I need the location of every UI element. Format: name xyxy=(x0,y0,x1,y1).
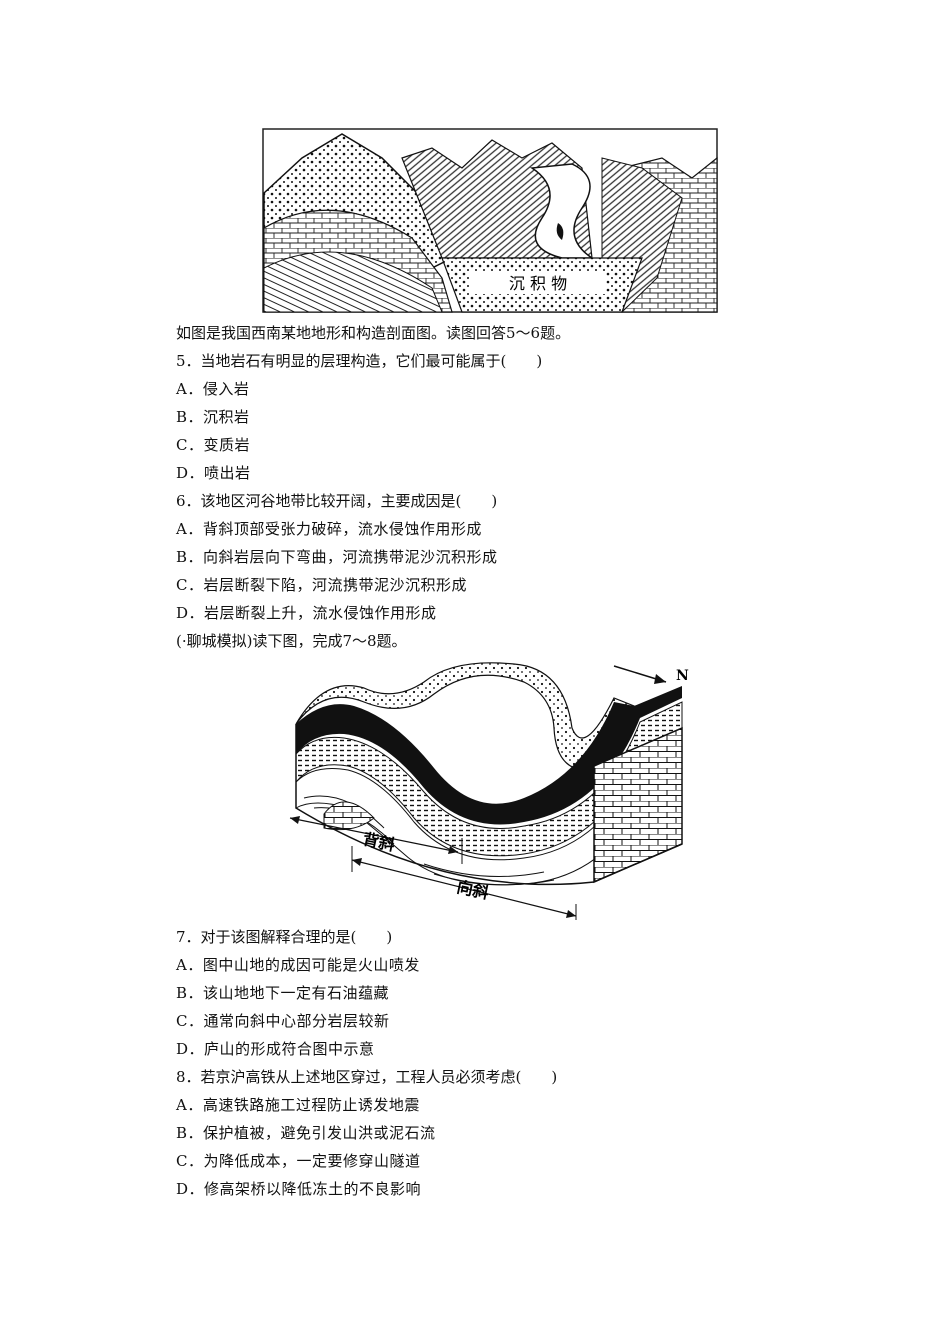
question-8-stem: 8．若京沪高铁从上述地区穿过，工程人员必须考虑( ) xyxy=(176,1068,558,1086)
question-8-option-b: B．保护植被，避免引发山洪或泥石流 xyxy=(176,1124,436,1142)
question-7-option-b: B．该山地地下一定有石油蕴藏 xyxy=(176,984,390,1002)
question-6-option-c: C．岩层断裂下陷，河流携带泥沙沉积形成 xyxy=(176,576,467,594)
question-8-option-c: C．为降低成本，一定要修穿山隧道 xyxy=(176,1152,421,1170)
fold-block-diagram: N 背斜 向斜 xyxy=(289,662,689,920)
question-5-stem: 5．当地岩石有明显的层理构造，它们最可能属于( ) xyxy=(176,352,543,370)
question-8-option-a: A．高速铁路施工过程防止诱发地震 xyxy=(176,1096,420,1114)
question-7-stem: 7．对于该图解释合理的是( ) xyxy=(176,928,393,946)
question-8-option-d: D．修高架桥以降低冻土的不良影响 xyxy=(176,1180,422,1198)
intro-text-1: 如图是我国西南某地地形和构造剖面图。读图回答5～6题。 xyxy=(176,324,571,342)
question-5-option-c: C．变质岩 xyxy=(176,436,250,454)
question-5-option-a: A．侵入岩 xyxy=(176,380,250,398)
question-5-option-d: D．喷出岩 xyxy=(176,464,251,482)
question-6-option-d: D．岩层断裂上升，流水侵蚀作用形成 xyxy=(176,604,437,622)
question-6-option-a: A．背斜顶部受张力破碎，流水侵蚀作用形成 xyxy=(176,520,482,538)
sediment-label: 沉 积 物 xyxy=(509,274,567,293)
question-6-stem: 6．该地区河谷地带比较开阔，主要成因是( ) xyxy=(176,492,498,510)
question-5-option-b: B．沉积岩 xyxy=(176,408,250,426)
north-label: N xyxy=(676,668,689,684)
question-7-option-c: C．通常向斜中心部分岩层较新 xyxy=(176,1012,390,1030)
question-7-option-d: D．庐山的形成符合图中示意 xyxy=(176,1040,375,1058)
intro-text-2: (·聊城模拟)读下图，完成7～8题。 xyxy=(176,632,407,650)
terrain-structure-figure: 沉 积 物 xyxy=(262,128,718,313)
question-6-option-b: B．向斜岩层向下弯曲，河流携带泥沙沉积形成 xyxy=(176,548,498,566)
question-7-option-a: A．图中山地的成因可能是火山喷发 xyxy=(176,956,420,974)
